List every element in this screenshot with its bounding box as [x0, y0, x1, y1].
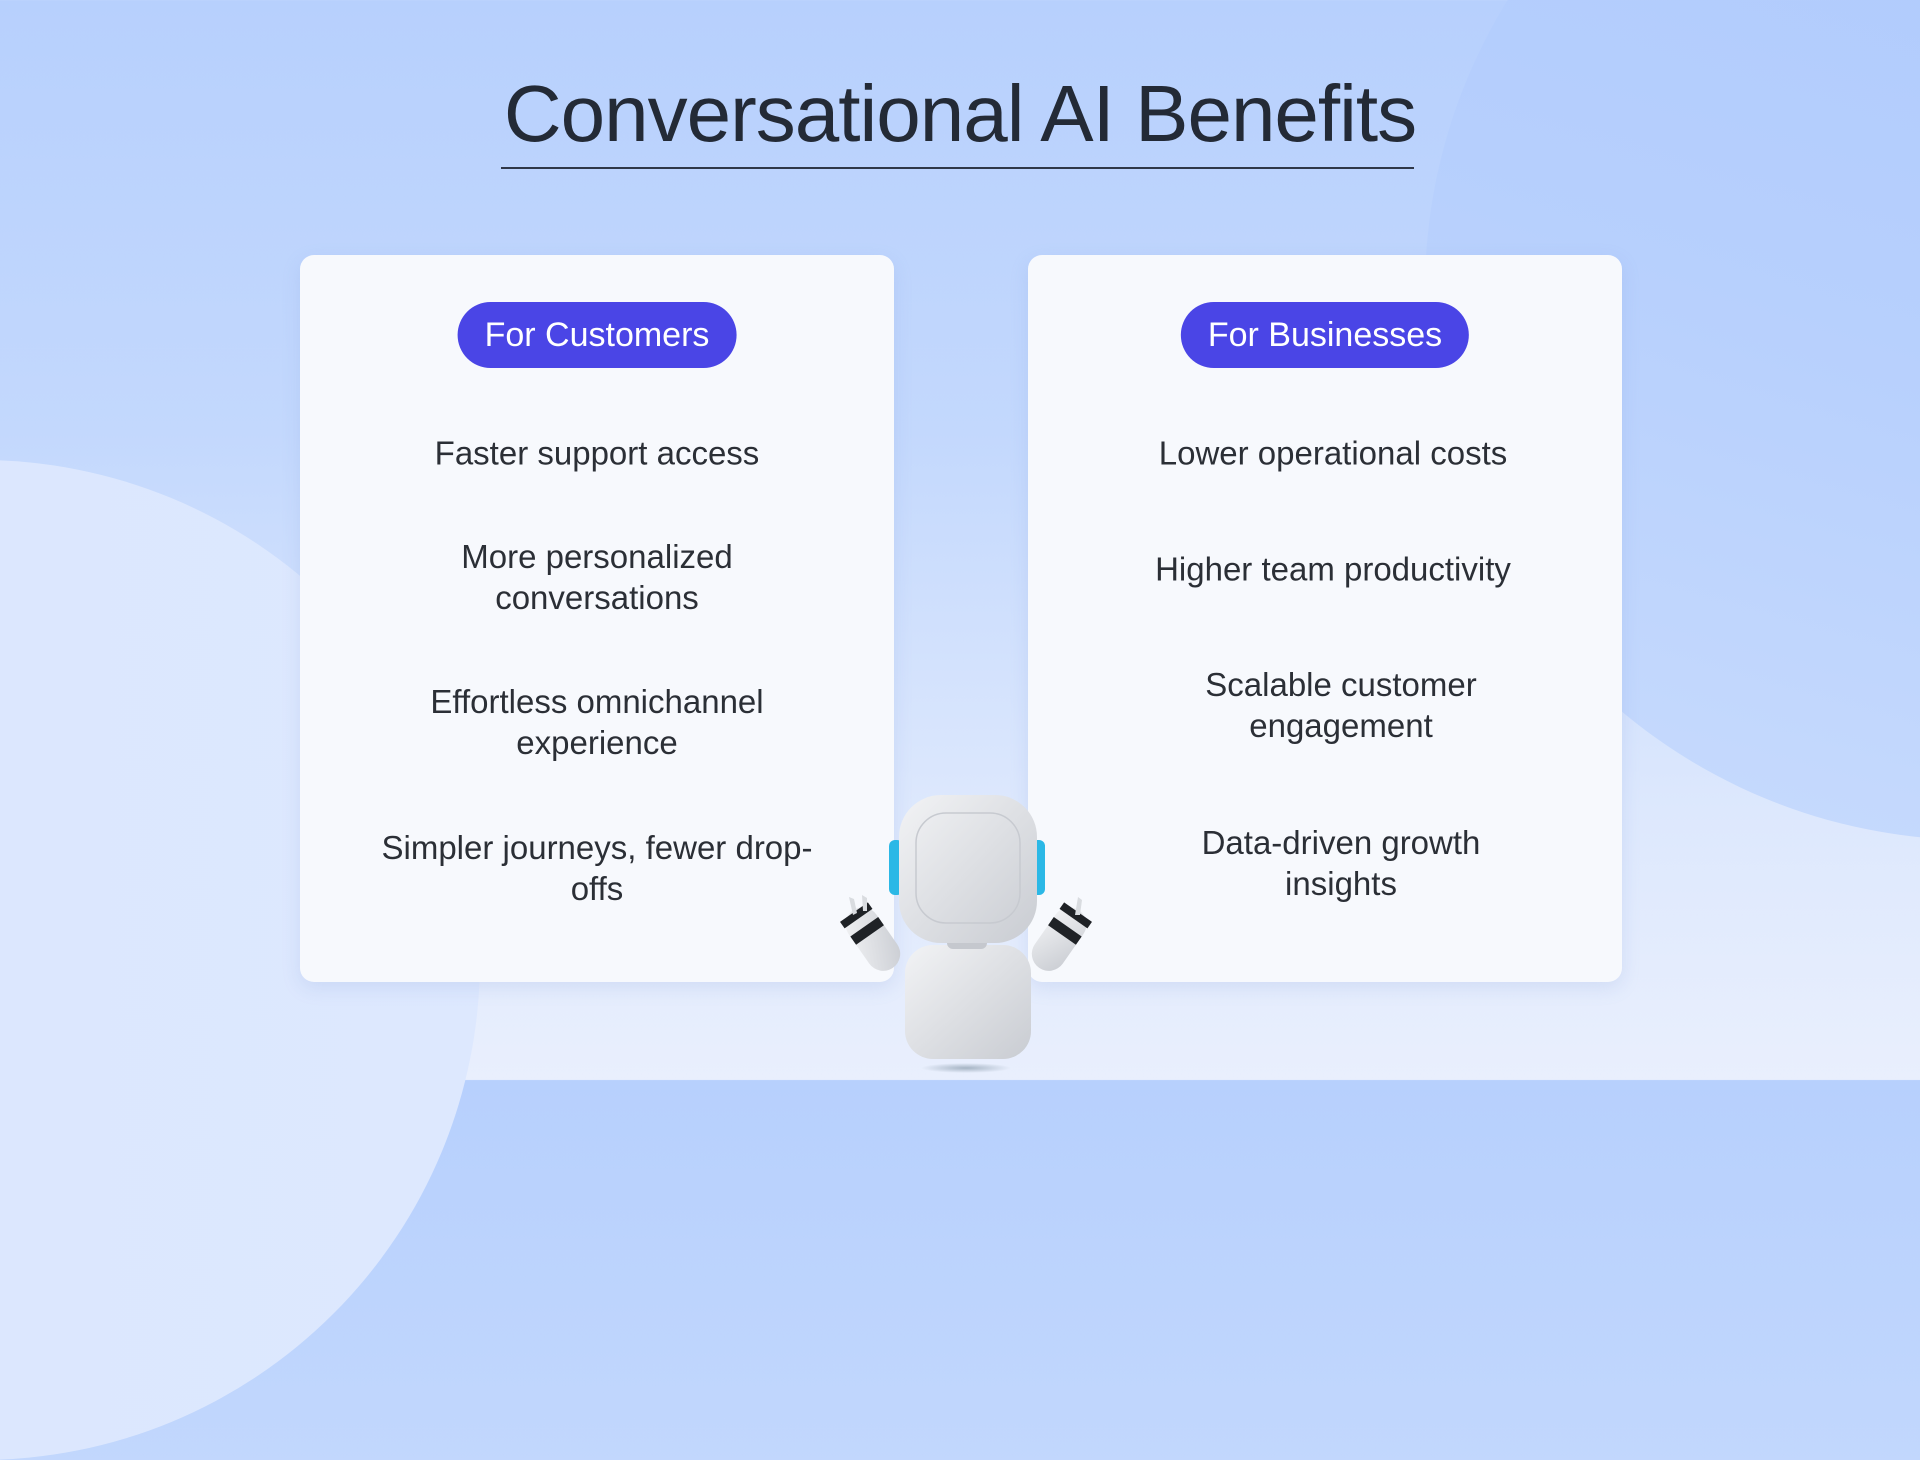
customers-heading-pill: For Customers — [457, 302, 737, 368]
benefit-item: Lower operational costs — [1158, 434, 1508, 472]
customers-card: For Customers Faster support access More… — [300, 255, 894, 982]
businesses-heading-pill: For Businesses — [1180, 302, 1470, 368]
page-title: Conversational AI Benefits — [503, 69, 1417, 158]
benefit-item: Effortless omnichannel experience — [430, 683, 764, 761]
benefit-item: More personalized conversations — [461, 538, 733, 616]
benefit-item: Higher team productivity — [1155, 550, 1511, 588]
benefit-item: Simpler journeys, fewer drop-offs — [381, 829, 813, 907]
title-underline — [501, 167, 1414, 169]
benefit-item: Faster support access — [434, 434, 760, 472]
benefit-item: Data-driven growth insights — [1201, 824, 1481, 902]
benefit-item: Scalable customer engagement — [1205, 666, 1477, 744]
businesses-card: For Businesses Lower operational costs H… — [1028, 255, 1622, 982]
robot-mascot-icon — [840, 795, 1092, 1073]
